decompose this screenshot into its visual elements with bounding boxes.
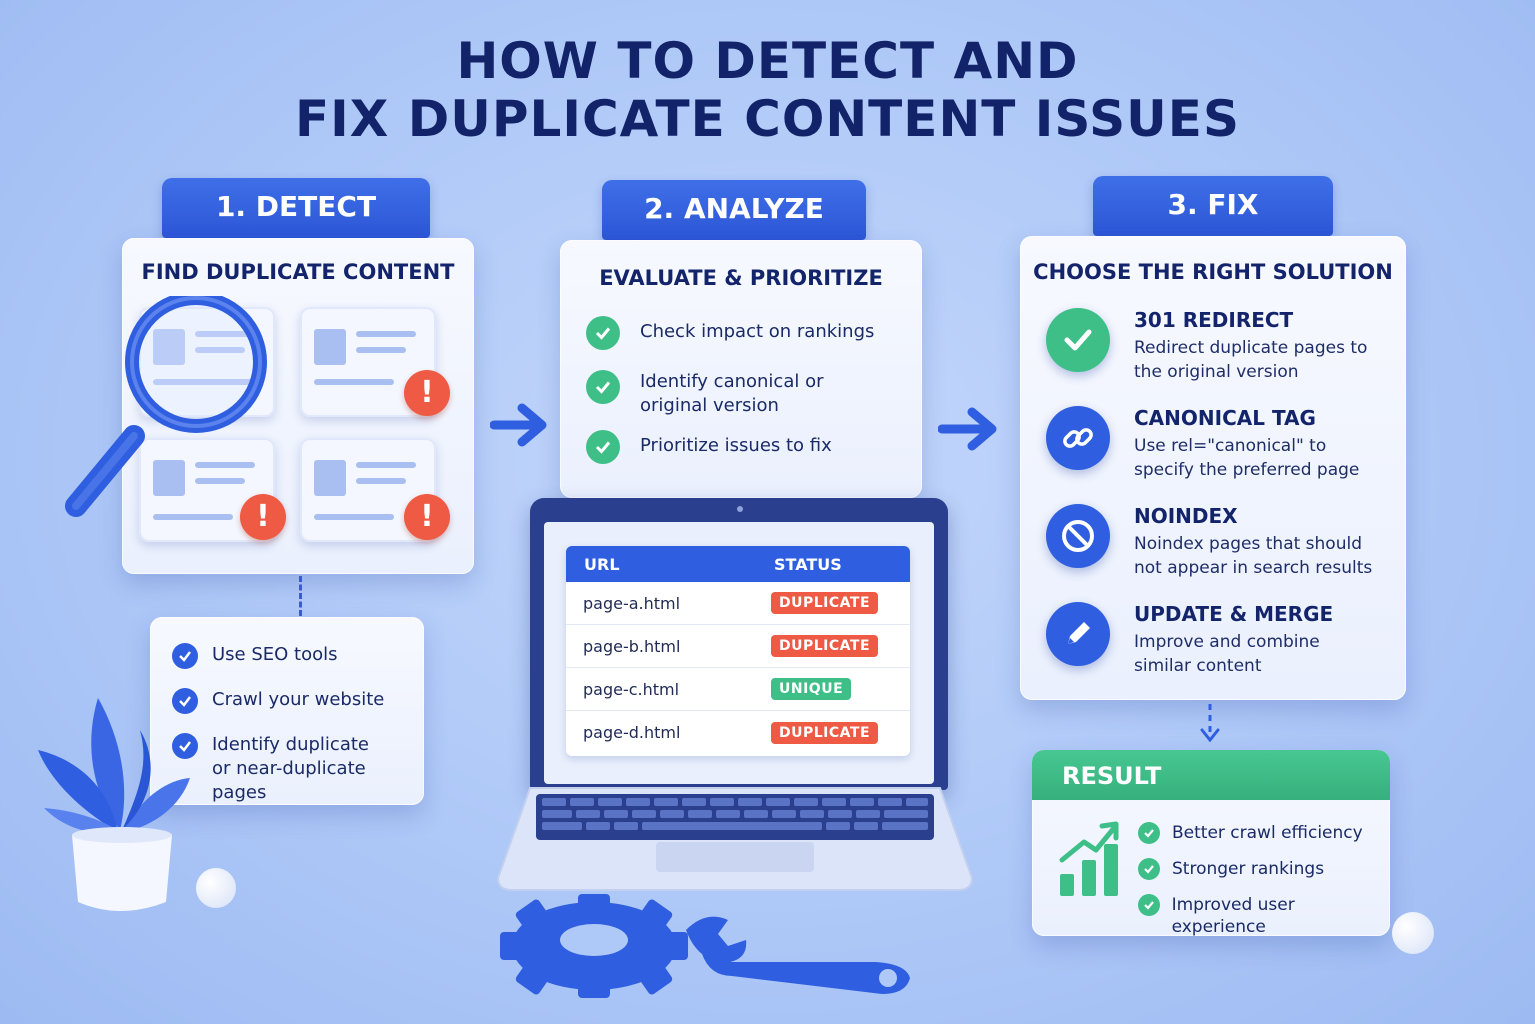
fix-option-canonical-tag: CANONICAL TAG Use rel="canonical" to spe… [1046, 406, 1374, 482]
laptop-keyboard [496, 787, 974, 891]
check-icon [1138, 858, 1160, 880]
arrow-right-icon [938, 407, 997, 451]
pencil-icon [1046, 602, 1110, 666]
fix-heading: CHOOSE THE RIGHT SOLUTION [1033, 260, 1393, 284]
status-badge: DUPLICATE [771, 592, 879, 614]
analyze-card: EVALUATE & PRIORITIZE Check impact on ra… [560, 240, 922, 498]
table-row: page-a.html DUPLICATE [566, 582, 910, 625]
decor-sphere [1392, 912, 1434, 954]
detect-checklist: Use SEO tools Crawl your website Identif… [150, 617, 424, 805]
check-icon [172, 733, 198, 759]
status-badge: UNIQUE [771, 678, 852, 700]
table-row: page-b.html DUPLICATE [566, 625, 910, 668]
list-item: Identify canonical or original version [586, 370, 886, 418]
table-row: page-d.html DUPLICATE [566, 711, 910, 754]
table-header: URL STATUS [566, 546, 910, 582]
alert-icon: ! [404, 494, 450, 540]
list-item: Check impact on rankings [586, 316, 874, 350]
list-item: Crawl your website [172, 688, 384, 714]
tab-fix: 3. FIX [1093, 176, 1333, 236]
connector-line [299, 576, 302, 616]
status-badge: DUPLICATE [771, 721, 879, 744]
list-item: Identify duplicate or near-duplicate pag… [172, 733, 392, 805]
result-heading: RESULT [1032, 750, 1390, 800]
analyze-heading: EVALUATE & PRIORITIZE [599, 266, 883, 290]
arrow-down-icon [1200, 704, 1220, 743]
plant-icon [38, 698, 190, 911]
title-line-1: HOW TO DETECT AND [456, 32, 1079, 90]
fix-option-noindex: NOINDEX Noindex pages that should not ap… [1046, 504, 1374, 580]
list-item: Prioritize issues to fix [586, 430, 832, 464]
title-line-2: FIX DUPLICATE CONTENT ISSUES [295, 90, 1240, 148]
fix-option-update-merge: UPDATE & MERGE Improve and combine simil… [1046, 602, 1374, 678]
gear-wrench-icon [500, 894, 910, 998]
list-item: Better crawl efficiency [1138, 822, 1363, 844]
page-title: HOW TO DETECT AND FIX DUPLICATE CONTENT … [0, 32, 1535, 148]
detect-heading: FIND DUPLICATE CONTENT [141, 260, 455, 284]
list-item: Stronger rankings [1138, 858, 1324, 880]
result-card: RESULT Better crawl efficiency Stronger … [1032, 750, 1390, 936]
tab-analyze: 2. ANALYZE [602, 180, 866, 240]
check-icon [586, 316, 620, 350]
check-icon [586, 370, 620, 404]
decor-sphere [196, 868, 236, 908]
doc-thumbnail [300, 438, 436, 542]
prohibited-icon [1046, 504, 1110, 568]
status-table: URL STATUS page-a.html DUPLICATE page-b.… [566, 546, 910, 756]
fix-option-301-redirect: 301 REDIRECT Redirect duplicate pages to… [1046, 308, 1374, 384]
growth-chart-icon [1059, 821, 1119, 896]
status-badge: DUPLICATE [771, 635, 879, 657]
list-item: Improved user experience [1138, 894, 1390, 936]
magnifier-icon [65, 296, 267, 517]
check-icon [172, 643, 198, 669]
check-icon [1046, 308, 1110, 372]
tab-detect: 1. DETECT [162, 178, 430, 238]
check-icon [172, 688, 198, 714]
check-icon [1138, 822, 1160, 844]
table-row: page-c.html UNIQUE [566, 668, 910, 711]
fix-card: CHOOSE THE RIGHT SOLUTION 301 REDIRECT R… [1020, 236, 1406, 700]
alert-icon: ! [404, 370, 450, 416]
alert-icon: ! [240, 494, 286, 540]
link-icon [1046, 406, 1110, 470]
check-icon [1138, 894, 1160, 916]
list-item: Use SEO tools [172, 643, 338, 669]
arrow-right-icon [490, 403, 547, 447]
check-icon [586, 430, 620, 464]
